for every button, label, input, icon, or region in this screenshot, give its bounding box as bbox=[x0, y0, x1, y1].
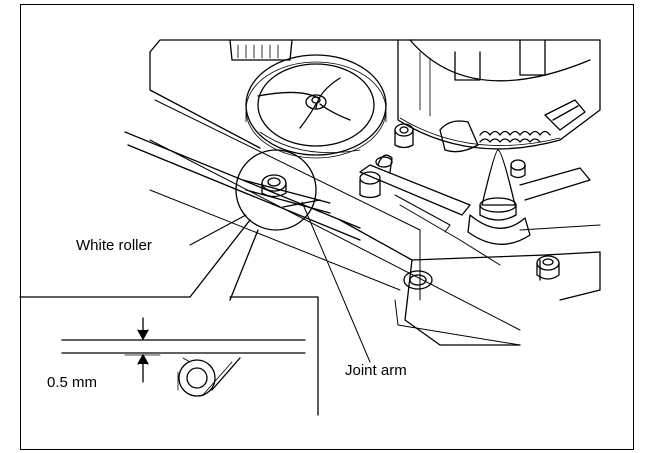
post-pin bbox=[394, 123, 414, 149]
zoom-leaders bbox=[189, 219, 259, 301]
pinch-roller-cone bbox=[467, 149, 531, 245]
drum-motor bbox=[397, 39, 601, 150]
joint-arm-linkage bbox=[359, 154, 591, 266]
tape-rails bbox=[149, 139, 521, 331]
joint-arm-label: Joint arm bbox=[345, 362, 407, 379]
magnifier-circle bbox=[235, 149, 331, 231]
inset-box bbox=[19, 296, 319, 416]
figure-frame bbox=[20, 4, 634, 450]
dimension-arrows bbox=[124, 317, 161, 383]
joint-arm-leader bbox=[301, 201, 371, 363]
foot-post bbox=[536, 255, 560, 280]
top-gear bbox=[229, 39, 293, 61]
chassis-plate bbox=[124, 39, 601, 346]
white-roller-label: White roller bbox=[76, 237, 152, 254]
white-roller-leader bbox=[189, 214, 247, 246]
spring-assembly bbox=[439, 99, 586, 153]
screw-hole bbox=[403, 270, 433, 290]
reel-gear bbox=[245, 54, 387, 159]
inset-detail bbox=[61, 339, 306, 397]
gap-measure-label: 0.5 mm bbox=[47, 374, 98, 391]
